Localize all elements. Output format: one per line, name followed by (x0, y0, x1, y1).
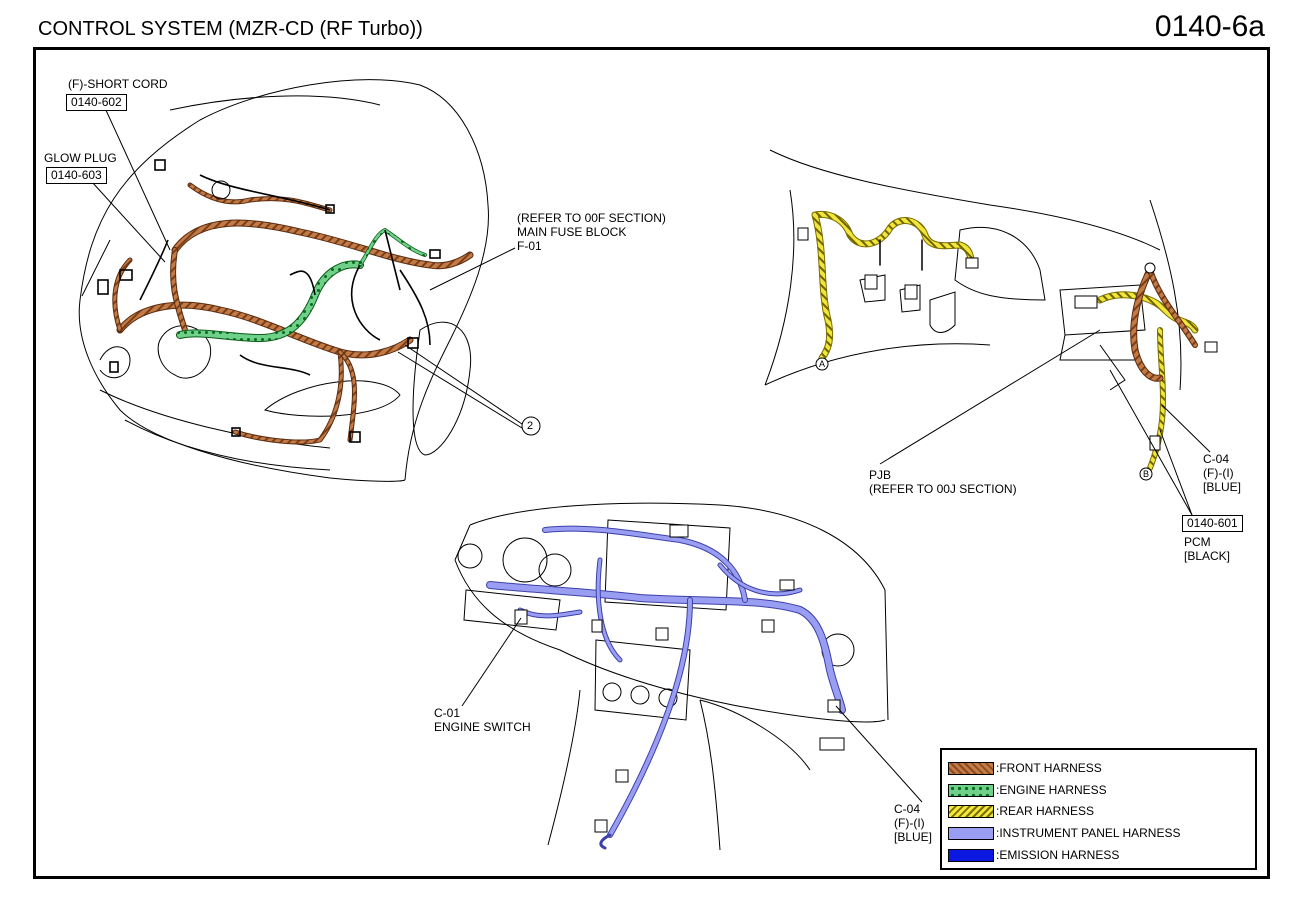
legend-label-rear: :REAR HARNESS (996, 804, 1095, 818)
connector-a-circle (815, 357, 829, 371)
engine-switch-label: ENGINE SWITCH (434, 720, 531, 734)
front-harness-cabin (1130, 266, 1198, 382)
connector-b-circle (1139, 467, 1153, 481)
main-fuse-label: MAIN FUSE BLOCK (517, 225, 627, 239)
rear-harness (811, 210, 1199, 471)
front-harness-swatch (948, 761, 994, 775)
cabin-connectors (797, 227, 1218, 451)
dashboard-connectors (514, 524, 845, 833)
legend-item-emission: :EMISSION HARNESS (948, 847, 1119, 863)
engine-switch-code: C-01 (434, 706, 461, 720)
dashboard-leaders (461, 617, 923, 803)
c04-bottom-code: C-04 (894, 802, 921, 816)
short-cord-label: (F)-SHORT CORD (68, 77, 168, 91)
main-fuse-refer: (REFER TO 00F SECTION) (517, 211, 666, 225)
rear-harness-swatch (948, 804, 994, 818)
legend-label-emission: :EMISSION HARNESS (996, 848, 1120, 862)
page-code: 0140-6a (1154, 10, 1265, 43)
dashboard-view (454, 502, 889, 851)
c04-right-type: (F)-(I) (1203, 466, 1234, 480)
emission-harness-swatch (948, 848, 994, 862)
short-cord-ref[interactable]: 0140-602 (66, 94, 127, 111)
instrument-panel-harness-swatch (948, 826, 994, 840)
main-fuse-code: F-01 (517, 239, 542, 253)
legend-item-instrument-panel: :INSTRUMENT PANEL HARNESS (948, 825, 1180, 841)
engine-harness-swatch (948, 783, 994, 797)
pcm-label: PCM (1184, 535, 1211, 549)
legend-item-rear: :REAR HARNESS (948, 803, 1094, 819)
glow-plug-ref[interactable]: 0140-603 (46, 167, 107, 184)
legend-label-instrument-panel: :INSTRUMENT PANEL HARNESS (996, 826, 1181, 840)
glow-plug-label: GLOW PLUG (44, 151, 117, 165)
legend-item-engine: :ENGINE HARNESS (948, 782, 1107, 798)
legend-label-front: :FRONT HARNESS (996, 761, 1102, 775)
cabin-floor-view (764, 149, 1182, 391)
engine-bay-view (78, 79, 489, 482)
legend-label-engine: :ENGINE HARNESS (996, 783, 1107, 797)
c04-right-color: [BLUE] (1203, 480, 1242, 494)
engine-bay-wires-black (97, 159, 441, 443)
page-title: CONTROL SYSTEM (MZR-CD (RF Turbo)) (38, 18, 423, 40)
ground-marker-label: 2 (527, 420, 534, 432)
instrument-panel-harness (486, 525, 846, 850)
c04-bottom-color: [BLUE] (894, 830, 933, 844)
connector-a-label: A (819, 359, 826, 369)
cabin-leaders (879, 329, 1211, 516)
pcm-ref[interactable]: 0140-601 (1182, 515, 1243, 532)
connector-b-label: B (1143, 469, 1150, 479)
diagram-frame (33, 47, 1270, 879)
c04-right-code: C-04 (1203, 452, 1230, 466)
pjb-refer: (REFER TO 00J SECTION) (869, 482, 1017, 496)
c04-bottom-type: (F)-(I) (894, 816, 925, 830)
ground-marker-circle (521, 416, 541, 436)
pjb-label: PJB (869, 468, 892, 482)
engine-bay-leaders (91, 107, 523, 429)
front-harness-engine-bay (112, 182, 474, 445)
pcm-color: [BLACK] (1184, 549, 1231, 563)
legend-item-front: :FRONT HARNESS (948, 760, 1102, 776)
harness-legend: :FRONT HARNESS :ENGINE HARNESS :REAR HAR… (940, 748, 1257, 870)
